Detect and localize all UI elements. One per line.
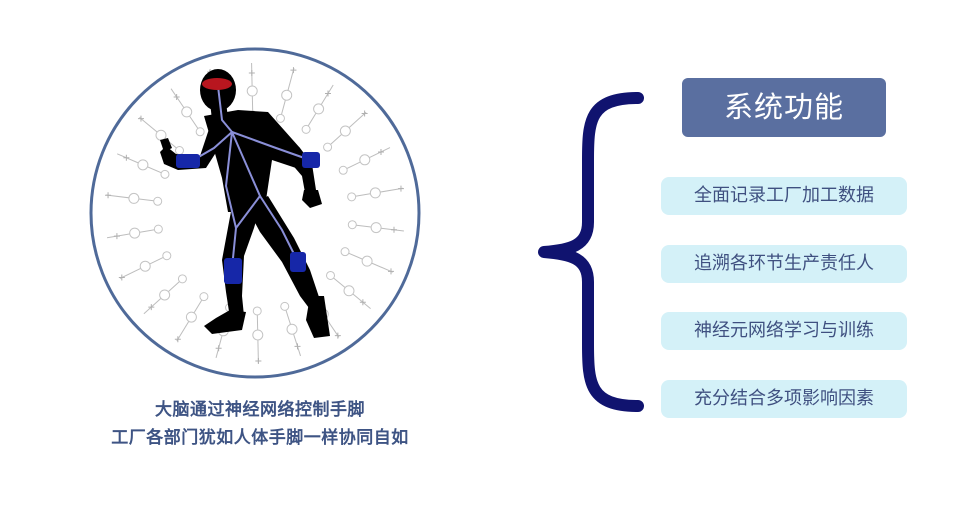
network-node [153,224,163,234]
network-cross [173,93,180,100]
network-node [155,129,167,141]
network-cross [324,90,331,97]
network-node [252,329,264,341]
left-knee-joint [224,258,242,284]
caption-line-1: 大脑通过神经网络控制手脚 [155,400,365,420]
network-cross [361,110,368,117]
network-node [369,187,381,199]
network-cross [215,345,222,352]
network-node [275,113,285,123]
network-node [174,146,184,156]
network-cross [397,185,404,192]
curly-brace [538,92,644,412]
functions-title: 系统功能 [682,78,886,137]
network-node [128,192,140,204]
network-cross [377,148,384,155]
network-node [286,323,298,335]
network-node [160,169,170,179]
network-node [359,154,371,166]
function-item-2: 追溯各环节生产责任人 [661,245,907,283]
network-node [162,251,172,261]
network-cross [334,332,341,339]
network-node [195,127,205,137]
right-knee-joint [290,252,306,272]
network-cross [118,274,125,281]
network-cross [359,299,366,306]
network-node [343,285,355,297]
function-item-3: 神经元网络学习与训练 [661,312,907,350]
network-node [338,165,348,175]
network-cross [248,70,255,77]
network-node [246,85,258,97]
network-node [313,103,325,115]
network-cross [137,115,144,122]
network-node [301,124,311,134]
network-node [340,247,350,257]
network-node [199,292,209,302]
network-cross [105,192,112,199]
network-cross [294,343,301,350]
network-node [347,220,357,230]
network-cross [148,304,155,311]
network-cross [255,357,262,364]
network-node [347,192,357,202]
joint-markers [176,152,320,284]
network-node [139,260,151,272]
brain-icon [202,78,232,90]
skeleton-lines [189,85,311,269]
network-node [159,289,171,301]
function-item-4: 充分结合多项影响因素 [661,380,907,418]
caption-line-2: 工厂各部门犹如人体手脚一样协同自如 [111,428,409,448]
network-node [252,306,262,316]
network-cross [113,233,120,240]
network-cross [290,67,297,74]
network-cross [123,154,130,161]
network-node [370,222,382,234]
right-elbow-joint [302,152,320,168]
network-node [280,301,290,311]
network-node [181,106,193,118]
network-node [177,274,187,284]
network-node [361,255,373,267]
network-cross [387,268,394,275]
network-node [185,311,197,323]
figure-circle [89,47,421,379]
network-node [323,142,333,152]
network-node [339,125,351,137]
network-node [137,159,149,171]
left-wrist-joint [176,154,200,168]
network-node [153,196,163,206]
network-cross [174,336,181,343]
network-node [281,89,293,101]
network-node [129,227,141,239]
function-item-1: 全面记录工厂加工数据 [661,177,907,215]
network-node [326,270,336,280]
network-cross [390,226,397,233]
